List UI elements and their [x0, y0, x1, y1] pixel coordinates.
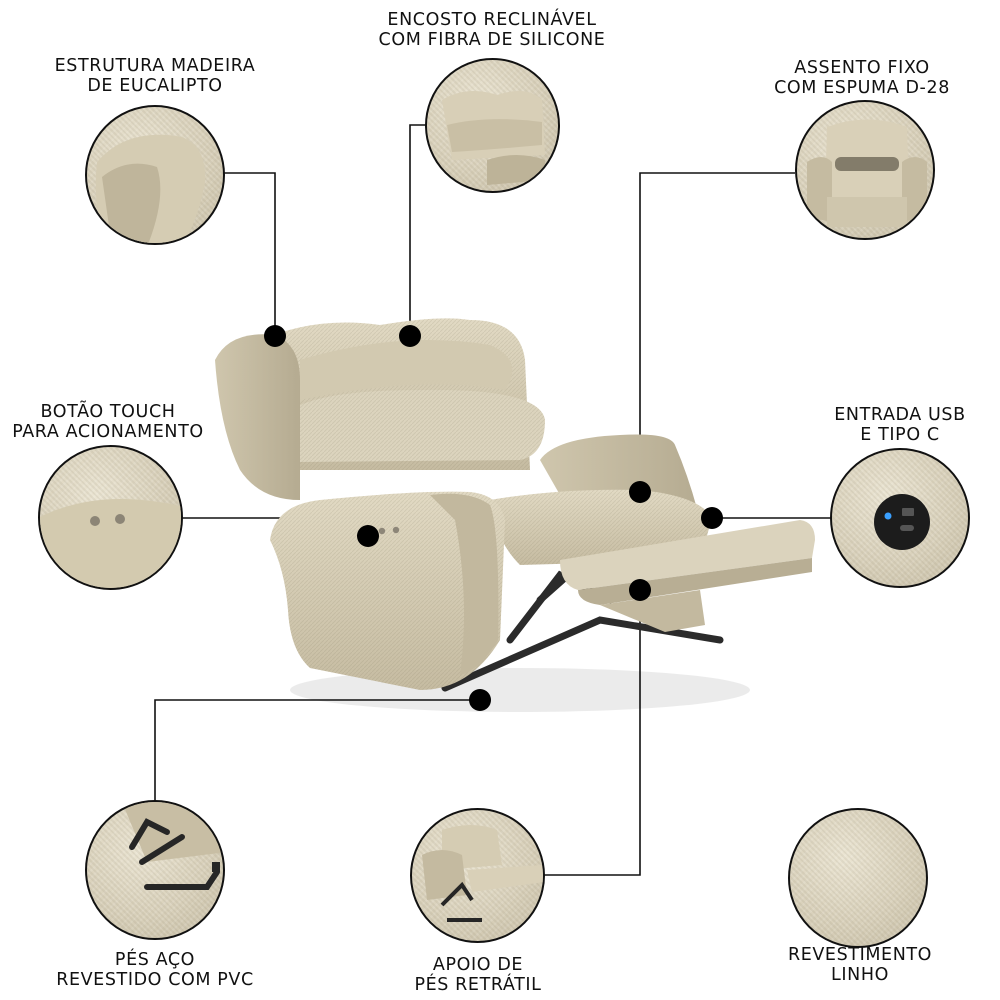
callout-line-estrutura	[205, 172, 276, 335]
dot-marker-icon	[357, 525, 379, 547]
dot-marker-icon	[469, 689, 491, 711]
dot-marker-icon	[701, 507, 723, 529]
thumb-estrutura	[85, 105, 225, 245]
thumb-botao	[38, 445, 183, 590]
dot-marker-icon	[399, 325, 421, 347]
dot-marker-icon	[629, 579, 651, 601]
usb-port-icon	[874, 494, 930, 550]
callout-line-pes	[154, 699, 480, 805]
thumb-pes	[85, 800, 225, 940]
thumb-assento	[795, 100, 935, 240]
dot-marker-icon	[264, 325, 286, 347]
thumb-encosto	[425, 58, 560, 193]
touch-button-icon	[115, 514, 125, 524]
dot-marker-icon	[629, 481, 651, 503]
callout-line-apoio	[540, 590, 641, 876]
thumb-apoio	[410, 808, 545, 943]
callout-line-assento	[639, 172, 795, 490]
touch-button-left	[378, 527, 386, 535]
thumb-revestimento	[788, 808, 928, 948]
touch-button-icon	[90, 516, 100, 526]
thumb-usb	[830, 448, 970, 588]
touch-button-right	[392, 526, 400, 534]
